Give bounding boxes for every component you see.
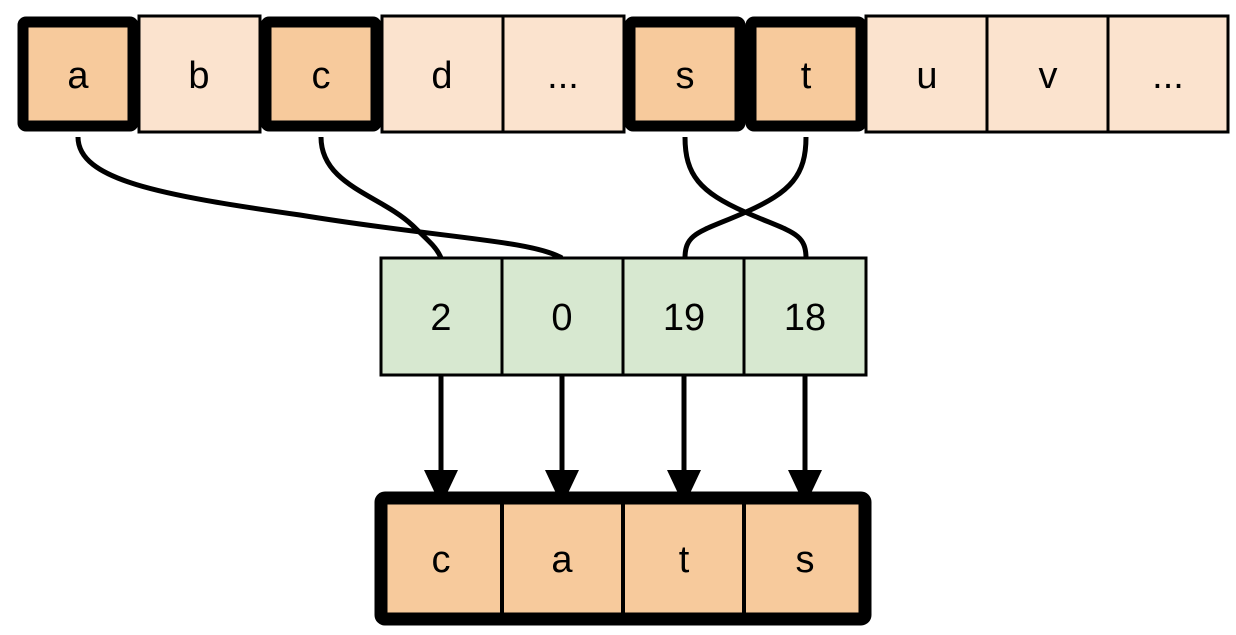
alphabet-cell-a[interactable] [17,16,139,132]
output-label-3: s [796,539,815,581]
alphabet-label-9: ... [1152,55,1184,97]
output-label-0: c [432,539,451,581]
index-label-2: 19 [663,297,705,339]
alphabet-label-0: a [67,55,89,97]
link-curve-a-to-0 [75,136,564,261]
alphabet-cell-ellipsis-1[interactable] [501,14,626,134]
index-cell-3[interactable] [742,256,868,377]
alphabet-cell-b[interactable] [137,14,262,134]
alphabet-label-7: u [916,55,937,97]
alphabet-label-6: t [801,55,812,97]
alphabet-cell-v[interactable] [985,14,1110,134]
output-label-2: t [679,539,690,581]
alphabet-cell-ellipsis-2[interactable] [1106,14,1230,134]
index-label-0: 2 [430,297,451,339]
alphabet-label-2: c [312,55,331,97]
link-curve-s-to-18 [682,136,809,259]
alphabet-label-4: ... [547,55,579,97]
index-label-1: 0 [551,297,572,339]
alphabet-row: a b c d ... s t u v ... [17,14,1230,134]
index-cell-2[interactable] [621,256,746,377]
alphabet-label-1: b [188,55,209,97]
link-curve-t-to-19 [682,136,809,259]
alphabet-cell-c[interactable] [260,16,382,132]
index-to-output-arrows [424,376,822,507]
alphabet-cell-s[interactable] [624,16,746,132]
index-row: 2 0 19 18 [379,256,868,377]
output-label-1: a [551,539,573,581]
link-curve-c-to-2 [318,136,444,260]
link-curves [75,136,809,261]
output-row: c a t s [374,491,872,626]
alphabet-label-8: v [1039,55,1058,97]
alphabet-cell-d[interactable] [380,14,505,134]
index-label-3: 18 [784,297,826,339]
alphabet-label-3: d [431,55,452,97]
index-cell-0[interactable] [379,256,504,377]
alphabet-label-5: s [676,55,695,97]
alphabet-cell-t[interactable] [745,16,867,132]
